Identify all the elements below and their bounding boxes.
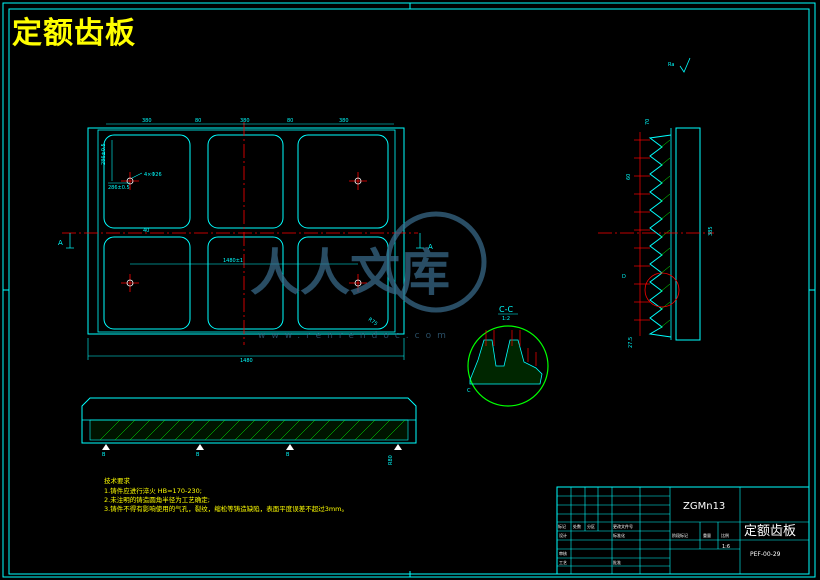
label-mark: 标记 (558, 523, 566, 529)
label-scale: 比例 (721, 532, 729, 538)
detail-view: C-C 1:2 C (467, 305, 549, 407)
note-3: 3.铸件不得有影响使用的气孔，裂纹，缩松等铸造缺陷，表面平度误差不超过3mm。 (104, 504, 348, 513)
dimension-texts: 380 80 380 80 380 1480 4×Φ26 286±0.5 148… (108, 118, 378, 364)
detail-tooth (469, 339, 543, 385)
material-text: ZGMn13 (683, 501, 725, 512)
drawing-title: 定额齿板 (12, 16, 136, 51)
notes-title: 技术要求 (104, 476, 131, 485)
inner-frame (8, 8, 810, 575)
side-dim-height: 385 (708, 226, 714, 236)
watermark-text: 人人文库 (250, 244, 450, 302)
corner-radius: R75 (367, 317, 379, 328)
drawing-number-text: PEF-00-29 (750, 551, 781, 558)
tooth-centerlines (634, 132, 650, 336)
dim-top-1: 380 (142, 118, 152, 124)
part-name-text: 定额齿板 (744, 524, 796, 539)
label-review: 审核 (559, 550, 567, 556)
dim-top-2: 80 (195, 118, 201, 124)
side-view: 70 27.5 60 385 D Ra (598, 57, 714, 348)
dim-top-4: 80 (287, 118, 293, 124)
dim-left-1: 286±0.5 (108, 185, 130, 191)
bottom-view: B B B R80 (81, 397, 417, 465)
note-2: 2.未注明的铸造圆角半径为工艺确定; (104, 495, 210, 504)
side-dim-pitch: 60 (626, 174, 632, 180)
detail-callout: C (467, 388, 471, 394)
label-approve: 批准 (613, 559, 621, 565)
bottom-mark-2: B (196, 452, 200, 458)
dim-top-3: 380 (240, 118, 250, 124)
bottom-mark-1: B (102, 452, 106, 458)
bottom-markers (102, 444, 402, 450)
dim-center: 1480±1 (223, 258, 243, 264)
side-dim-bottom: 27.5 (628, 337, 634, 348)
detail-label: C-C (499, 305, 513, 314)
bottom-mark-3: B (286, 452, 290, 458)
scale-text: 1:6 (722, 544, 730, 550)
dim-overall-width: 1480 (240, 358, 253, 364)
hole-marks (121, 172, 367, 292)
plate-outline (87, 127, 405, 335)
frame-ticks (3, 3, 815, 577)
holes (126, 177, 362, 287)
detail-ticks (485, 330, 537, 366)
hole-callout: 4×Φ26 (144, 172, 162, 178)
label-weight: 重量 (703, 532, 711, 538)
detail-circle-outline (467, 325, 549, 407)
dim-left-2: 286±0.5 (101, 143, 107, 165)
label-process: 工艺 (559, 560, 567, 565)
label-change-doc: 更改文件号 (613, 523, 633, 529)
label-standard: 标准化 (613, 532, 625, 538)
label-zone: 分区 (587, 523, 595, 529)
label-design: 设计 (559, 532, 567, 538)
section-arrows (66, 233, 424, 249)
front-view: 380 80 380 80 380 1480 4×Φ26 286±0.5 148… (58, 118, 433, 364)
technical-notes: 技术要求 1.铸件应进行淬火 HB=170-230; 2.未注明的铸造圆角半径为… (104, 476, 348, 513)
note-1: 1.铸件应进行淬火 HB=170-230; (104, 486, 202, 495)
center-mark: 40 (143, 228, 149, 234)
watermark: 人人文库 www.renrendoc.com (250, 211, 487, 341)
pockets (103, 134, 389, 330)
side-detail-mark: D (622, 274, 626, 280)
detail-scale: 1:2 (502, 316, 510, 322)
roughness-check-icon (679, 57, 691, 73)
roughness-symbol: Ra (668, 62, 674, 68)
label-stage-mark: 阶段标记 (672, 532, 688, 538)
side-hatch (659, 139, 671, 329)
label-count: 处数 (573, 523, 581, 529)
watermark-subtext: www.renrendoc.com (258, 331, 452, 341)
detail-circle (644, 272, 680, 308)
dim-top-5: 380 (339, 118, 349, 124)
bottom-hatch (99, 419, 406, 441)
dimension-lines (87, 123, 405, 360)
section-mark-left: A (58, 239, 63, 247)
title-block: ZGMn13 定额齿板 PEF-00-29 1:6 标记 处数 分区 更改文件号… (556, 486, 810, 575)
tooth-profile (648, 134, 672, 338)
section-mark-right: A (428, 243, 433, 251)
plate-inner-outline (97, 129, 396, 333)
side-dim-top: 70 (645, 119, 651, 125)
bottom-height-dim: R80 (388, 455, 394, 465)
